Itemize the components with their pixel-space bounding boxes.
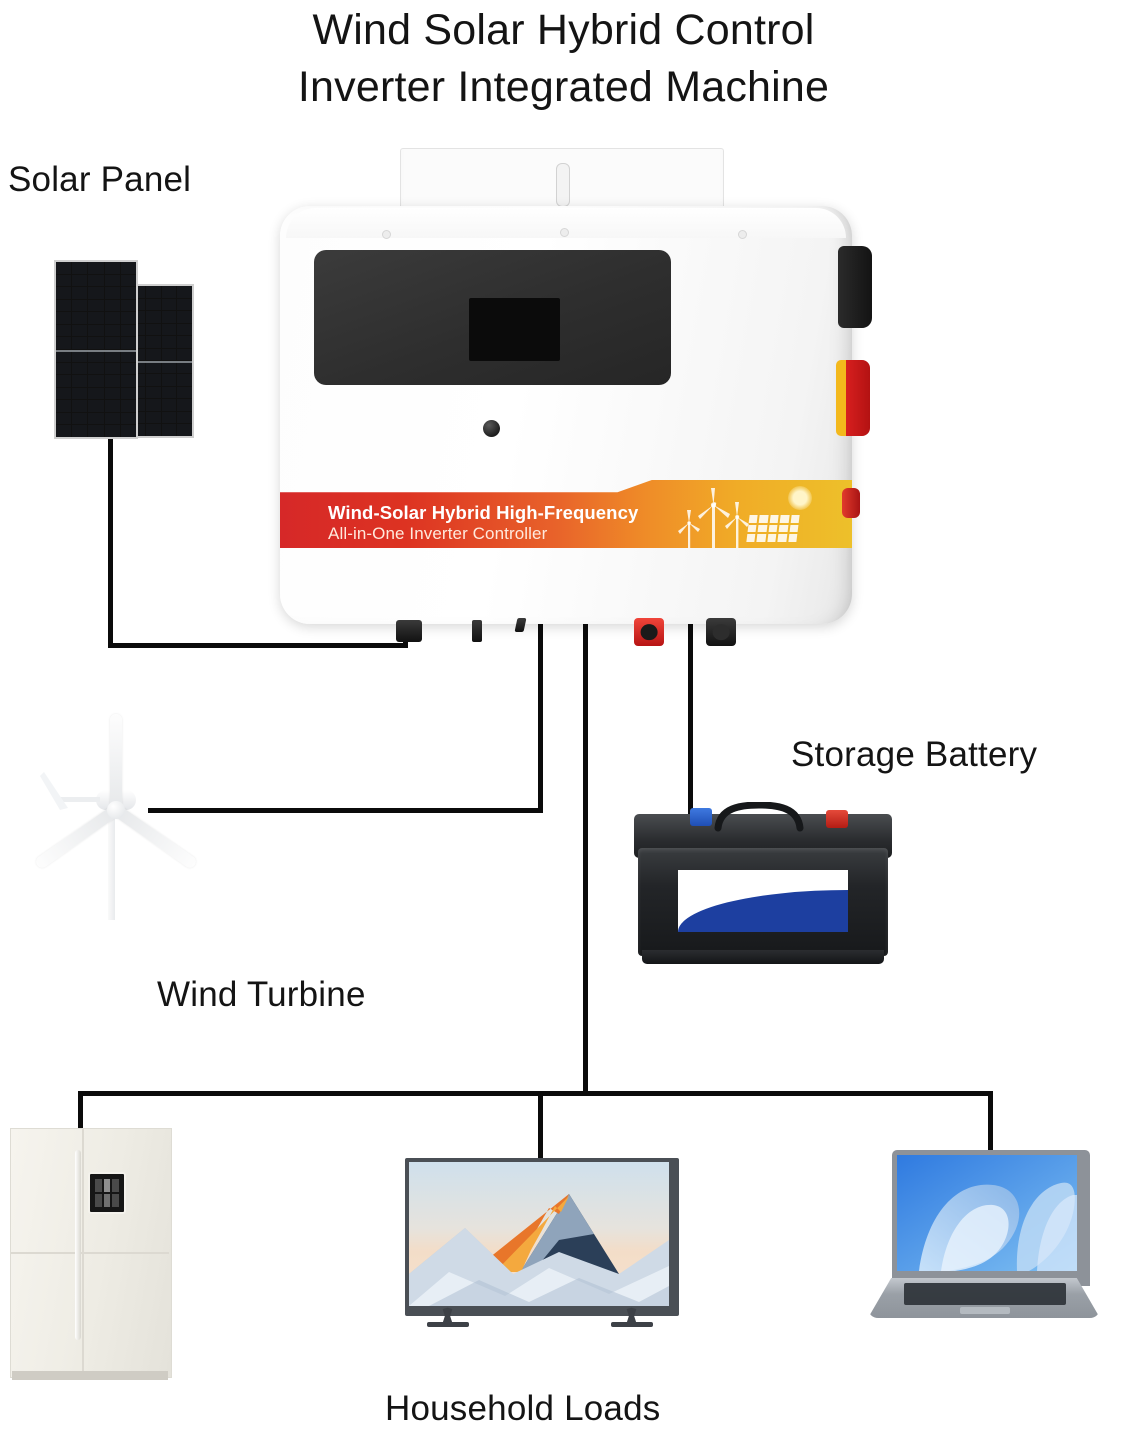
wire-load-drop-tv [538, 1091, 543, 1167]
banner-headline: Wind-Solar Hybrid High-Frequency [328, 502, 639, 523]
battery-terminal-positive [826, 810, 848, 828]
wire-solar-vertical [108, 432, 113, 648]
title-line-2: Inverter Integrated Machine [297, 62, 830, 111]
tv-foot-left [427, 1307, 469, 1328]
fridge-door-divider-horizontal [11, 1252, 169, 1254]
cable-pin-connector[interactable] [472, 620, 482, 642]
solar-panel-graphic [46, 252, 198, 442]
battery-terminal-negative [690, 808, 712, 826]
tv-screen [409, 1162, 669, 1306]
laptop-keyboard[interactable] [904, 1283, 1066, 1305]
cable-gland-connector[interactable] [396, 620, 422, 642]
screw-icon [560, 228, 569, 237]
product-banner: Wind-Solar Hybrid High-Frequency All-in-… [280, 480, 852, 548]
laptop-trackpad[interactable] [960, 1307, 1010, 1314]
solar-panel-front [54, 260, 138, 439]
title-line-1: Wind Solar Hybrid Control [312, 6, 815, 54]
fridge-base-plinth [12, 1371, 168, 1380]
label-solar-panel: Solar Panel [8, 160, 192, 199]
wire-load-drop-laptop [988, 1091, 993, 1163]
wire-battery [688, 613, 693, 825]
banner-subhead: All-in-One Inverter Controller [328, 524, 548, 543]
solar-panel-icon [746, 515, 800, 542]
wire-wind-horizontal [148, 808, 543, 813]
rotary-breaker-switch[interactable] [836, 360, 870, 436]
wire-wind-vertical [538, 613, 543, 811]
mount-keyhole-slot [556, 163, 570, 207]
display-bezel [314, 250, 671, 385]
page-title: Wind Solar Hybrid Control Inverter Integ… [0, 2, 1127, 116]
laptop-graphic [868, 1150, 1100, 1355]
label-wind-turbine: Wind Turbine [157, 975, 366, 1014]
television-graphic [405, 1158, 679, 1343]
inverter-device[interactable]: Wind-Solar Hybrid High-Frequency All-in-… [272, 148, 884, 648]
turbine-tail-boom [60, 797, 100, 802]
battery-negative-terminal[interactable] [706, 618, 736, 646]
sun-icon [788, 486, 812, 510]
turbine-rotor [33, 714, 199, 870]
fridge-door-divider-vertical [82, 1129, 84, 1375]
status-led [483, 420, 500, 437]
turbine-mast [108, 806, 115, 920]
battery-base [642, 950, 884, 964]
laptop-screen [897, 1155, 1077, 1271]
screw-icon [738, 230, 747, 239]
label-household-loads: Household Loads [385, 1389, 661, 1428]
fridge-control-panel[interactable] [88, 1172, 126, 1214]
lcd-display[interactable] [469, 298, 560, 361]
screw-icon [382, 230, 391, 239]
wind-turbine-icon [678, 488, 749, 548]
side-connector-black[interactable] [838, 246, 872, 328]
wire-load-drop-fridge [78, 1091, 83, 1139]
tv-foot-right [611, 1307, 653, 1328]
side-red-button[interactable] [842, 488, 860, 518]
turbine-tail-vane [40, 772, 68, 810]
wire-solar-horizontal [108, 643, 408, 648]
wire-load-drop-from-inverter [583, 613, 588, 1096]
turbine-blade [112, 805, 199, 870]
wire-load-bus [78, 1091, 993, 1096]
battery-handle [714, 802, 804, 832]
cable-pin-connector[interactable] [514, 618, 527, 632]
battery-positive-terminal[interactable] [634, 618, 664, 646]
turbine-blade [33, 805, 120, 870]
label-storage-battery: Storage Battery [791, 735, 1038, 774]
storage-battery-graphic [628, 800, 898, 965]
turbine-hub [107, 801, 125, 819]
fridge-handle[interactable] [75, 1150, 81, 1340]
refrigerator-graphic [10, 1128, 172, 1390]
turbine-blade [110, 714, 122, 810]
wind-turbine-graphic [30, 690, 245, 920]
battery-label [678, 870, 848, 932]
